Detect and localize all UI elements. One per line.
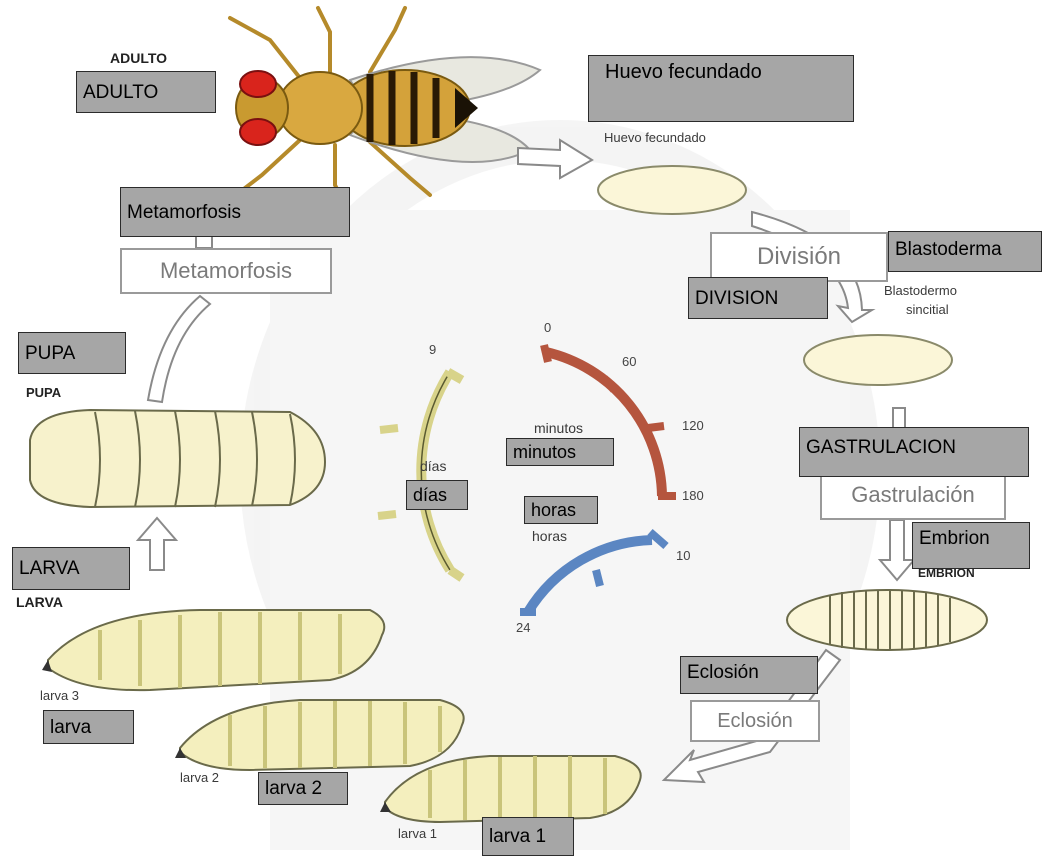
- label-larva-2: larva 2: [258, 772, 348, 805]
- orig-larva1-label: larva 1: [398, 826, 437, 841]
- days-tick: 9: [429, 342, 436, 357]
- orig-adulto-label: ADULTO: [110, 50, 167, 66]
- orig-horas-label: horas: [532, 528, 567, 544]
- label-embrion: Embrion: [912, 522, 1030, 569]
- orig-minutos-label: minutos: [534, 420, 583, 436]
- minutes-tick-60: 60: [622, 354, 636, 369]
- larva-2-illustration: [175, 700, 464, 770]
- label-minutos: minutos: [506, 438, 614, 466]
- orig-blastodermo-label-2: sincitial: [906, 302, 949, 317]
- gastrulacion-stage-box: Gastrulación: [820, 470, 1006, 520]
- eclosion-stage-box: Eclosión: [690, 700, 820, 742]
- label-gastrulacion: GASTRULACION: [799, 427, 1029, 477]
- minutes-tick-180: 180: [682, 488, 704, 503]
- orig-larva-label: LARVA: [16, 594, 63, 610]
- label-huevo-fecundado: Huevo fecundado: [588, 55, 854, 122]
- hours-tick-10: 10: [676, 548, 690, 563]
- label-pupa: PUPA: [18, 332, 126, 374]
- blastoderm-illustration: [804, 335, 952, 385]
- pupa-illustration: [30, 410, 325, 507]
- label-adulto: ADULTO: [76, 71, 216, 113]
- egg-illustration: [598, 166, 746, 214]
- label-eclosion: Eclosión: [680, 656, 818, 694]
- orig-larva2-label: larva 2: [180, 770, 219, 785]
- orig-huevo-label: Huevo fecundado: [604, 130, 706, 145]
- minutes-tick-0: 0: [544, 320, 551, 335]
- label-dias: días: [406, 480, 468, 510]
- label-metamorfosis: Metamorfosis: [120, 187, 350, 237]
- label-blastoderma: Blastoderma: [888, 231, 1042, 272]
- division-stage-box: División: [710, 232, 888, 282]
- minutes-tick-120: 120: [682, 418, 704, 433]
- hours-tick-24: 24: [516, 620, 530, 635]
- larva-3-illustration: [42, 610, 384, 690]
- label-larva-3: larva: [43, 710, 134, 744]
- label-larva-1: larva 1: [482, 817, 574, 856]
- embryo-illustration: [787, 590, 987, 650]
- metamorfosis-stage-box: Metamorfosis: [120, 248, 332, 294]
- orig-larva3-label: larva 3: [40, 688, 79, 703]
- orig-blastodermo-label-1: Blastodermo: [884, 283, 957, 298]
- label-larva-stage: LARVA: [12, 547, 130, 590]
- orig-dias-label: días: [420, 458, 446, 474]
- label-horas: horas: [524, 496, 598, 524]
- label-division: DIVISION: [688, 277, 828, 319]
- orig-pupa-label: PUPA: [26, 385, 61, 400]
- adult-fly-illustration: [230, 8, 540, 205]
